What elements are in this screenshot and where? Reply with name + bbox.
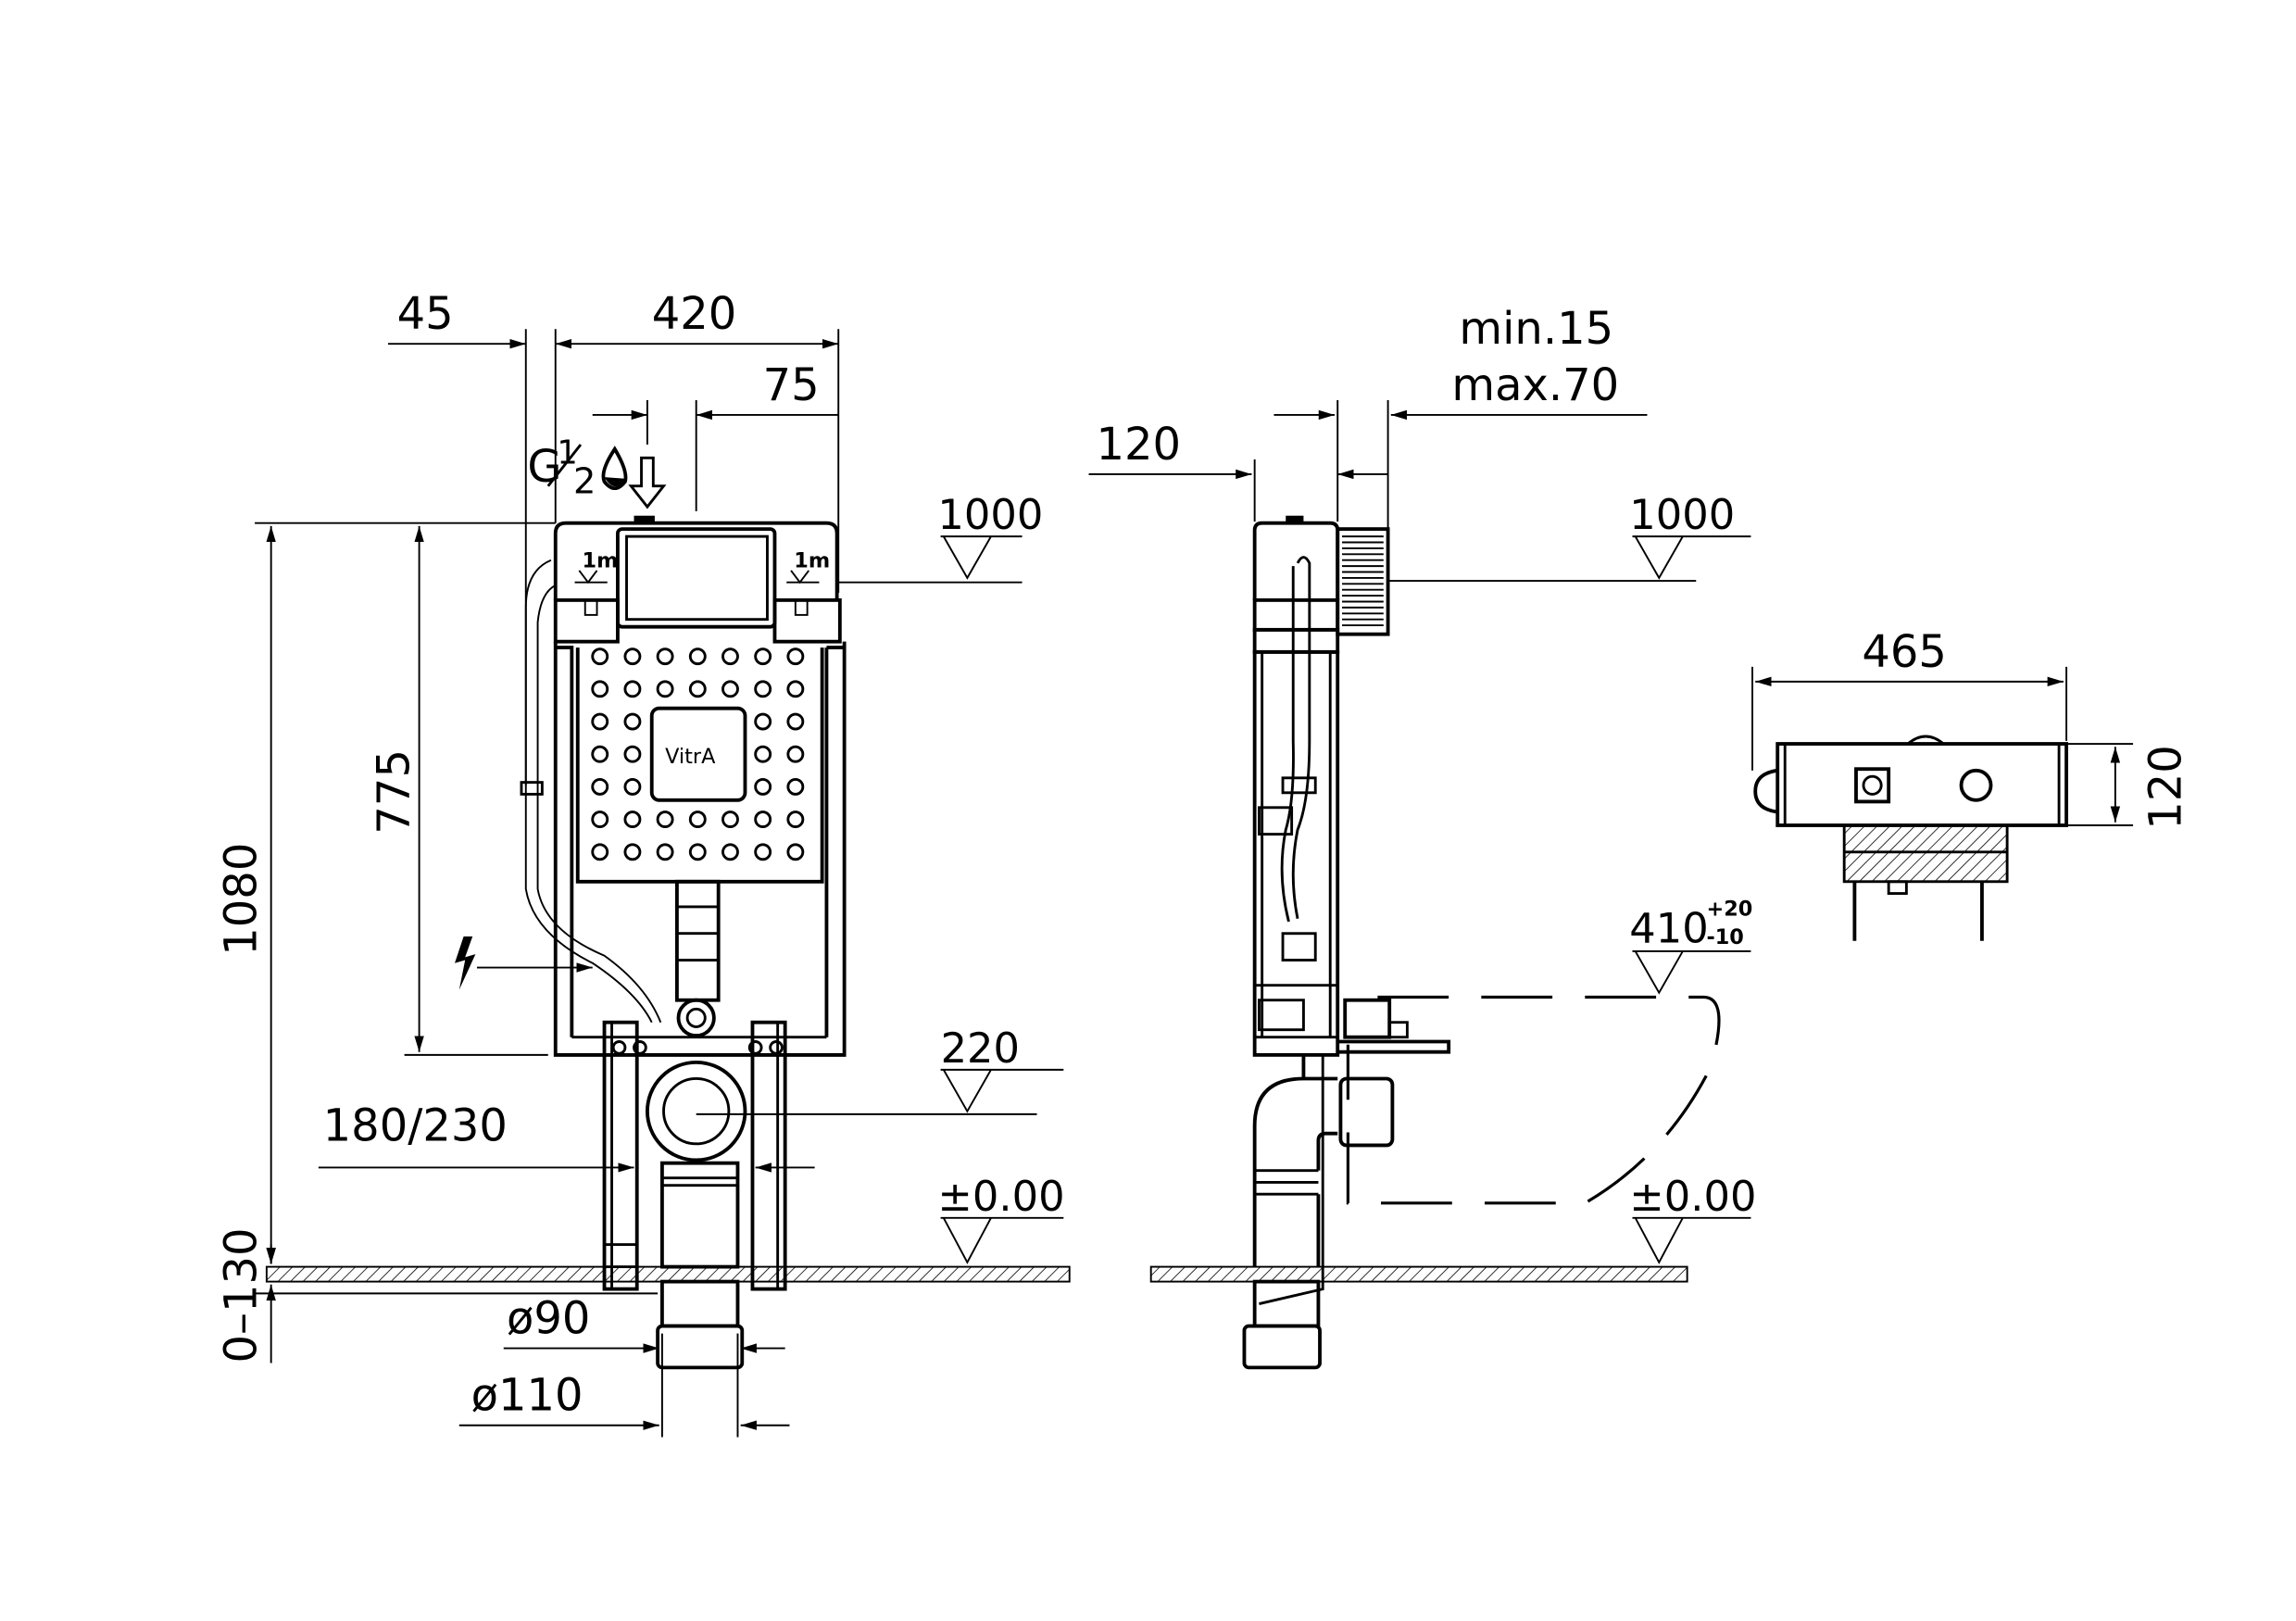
panel-dot bbox=[623, 680, 642, 698]
panel-dot bbox=[786, 777, 805, 796]
level-220: 220 bbox=[941, 1024, 1020, 1073]
panel-dot bbox=[786, 745, 805, 763]
level-mark-right: 1m bbox=[786, 549, 830, 584]
panel-dot bbox=[786, 712, 805, 731]
dim-465: 465 bbox=[1862, 626, 1947, 678]
svg-text:1: 1 bbox=[557, 434, 577, 472]
panel-dot bbox=[754, 843, 772, 861]
panel-dot bbox=[591, 680, 609, 698]
cistern-top bbox=[553, 521, 839, 600]
panel-dot bbox=[721, 843, 739, 861]
dim-180-230: 180/230 bbox=[323, 1100, 508, 1152]
panel-dot bbox=[688, 810, 707, 829]
dim-120-top: 120 bbox=[2139, 745, 2191, 830]
panel-dot bbox=[623, 777, 642, 796]
dim-1080: 1080 bbox=[216, 843, 268, 956]
frame bbox=[553, 641, 847, 1057]
level-1000: 1000 bbox=[937, 490, 1043, 539]
panel-dot bbox=[688, 647, 707, 666]
water-drop-icon bbox=[601, 446, 628, 491]
panel-dot bbox=[656, 647, 674, 666]
dim-d110: ø110 bbox=[471, 1370, 583, 1422]
level-floor-front: ±0.00 bbox=[937, 1172, 1064, 1221]
panel-dot bbox=[721, 647, 739, 666]
panel-dot bbox=[656, 843, 674, 861]
panel-dot bbox=[623, 745, 642, 763]
floor-hatch bbox=[265, 1265, 1071, 1283]
panel-dot bbox=[656, 810, 674, 829]
panel-dot bbox=[721, 680, 739, 698]
panel-dot bbox=[623, 810, 642, 829]
dim-45: 45 bbox=[397, 288, 454, 340]
svg-text:2: 2 bbox=[573, 461, 596, 503]
dim-120-side: 120 bbox=[1097, 419, 1182, 471]
level-410: 410 bbox=[1629, 903, 1708, 952]
top-view: 465 120 bbox=[1751, 626, 2191, 941]
electricity-icon bbox=[455, 936, 476, 990]
dim-d90: ø90 bbox=[507, 1293, 590, 1345]
panel-dot bbox=[786, 843, 805, 861]
panel-dot bbox=[688, 843, 707, 861]
floor-hatch-side bbox=[1149, 1265, 1688, 1283]
panel-dot bbox=[754, 745, 772, 763]
panel-dot bbox=[786, 680, 805, 698]
panel-dot bbox=[754, 647, 772, 666]
panel-dot bbox=[754, 777, 772, 796]
brand-logo: VitrA bbox=[665, 745, 716, 769]
panel-dot bbox=[721, 810, 739, 829]
panel-dot bbox=[688, 680, 707, 698]
panel-dot bbox=[656, 680, 674, 698]
panel-dot bbox=[591, 777, 609, 796]
inlet-arrow-icon bbox=[628, 456, 667, 509]
panel-dot bbox=[786, 647, 805, 666]
front-view: 1m 1m VitrA bbox=[216, 288, 1071, 1438]
dim-75: 75 bbox=[763, 359, 820, 411]
logo-plate bbox=[649, 706, 747, 802]
svg-text:1m: 1m bbox=[794, 549, 830, 573]
panel-dot bbox=[754, 712, 772, 731]
panel-dot bbox=[591, 810, 609, 829]
panel-dot bbox=[591, 647, 609, 666]
access-opening bbox=[616, 527, 777, 629]
panel-dot bbox=[591, 712, 609, 731]
panel-dot bbox=[591, 843, 609, 861]
level-1000-side: 1000 bbox=[1629, 490, 1735, 539]
dim-max70: max.70 bbox=[1451, 359, 1619, 411]
panel-dot bbox=[754, 810, 772, 829]
panel-dot bbox=[623, 647, 642, 666]
side-view: 120 min.15 max.70 1000 410 +20 -10 ±0.00 bbox=[1088, 303, 1756, 1370]
panel-dot bbox=[623, 712, 642, 731]
dim-775: 775 bbox=[368, 749, 420, 835]
dim-min15: min.15 bbox=[1459, 303, 1613, 355]
panel-dots bbox=[591, 647, 805, 861]
level-mark-left: 1m bbox=[574, 549, 619, 584]
level-floor-side: ±0.00 bbox=[1629, 1172, 1756, 1221]
svg-text:1m: 1m bbox=[583, 549, 619, 573]
panel-dot bbox=[786, 810, 805, 829]
dim-0-130: 0–130 bbox=[216, 1227, 268, 1363]
panel-dot bbox=[591, 745, 609, 763]
tolerance-plus: +20 bbox=[1706, 898, 1752, 922]
dim-420: 420 bbox=[652, 288, 737, 340]
tolerance-minus: -10 bbox=[1706, 925, 1743, 949]
panel-dot bbox=[623, 843, 642, 861]
panel-dot bbox=[754, 680, 772, 698]
